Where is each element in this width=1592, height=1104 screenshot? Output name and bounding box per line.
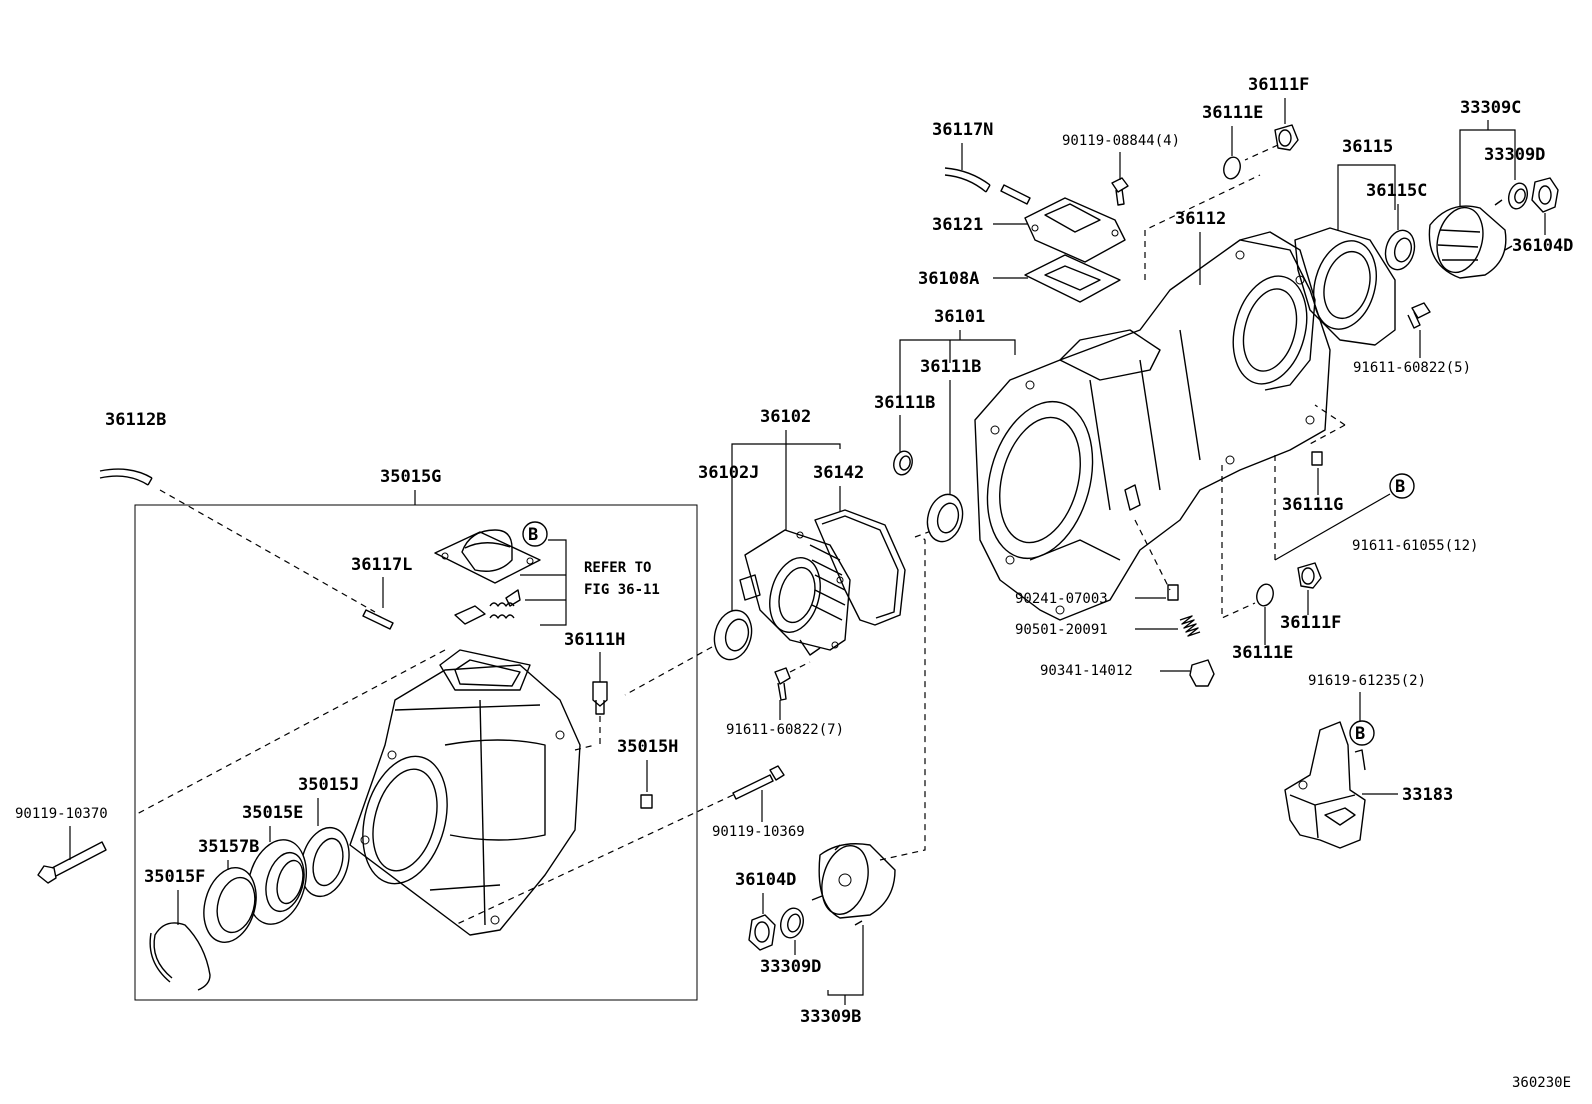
- plate-36115: [1294, 227, 1396, 346]
- callout-B-shift: [522, 521, 548, 547]
- label-91619-61235: 91619-61235(2): [1308, 673, 1426, 689]
- plug-36111F-top: [1274, 124, 1299, 151]
- label-90241-07003: 90241-07003: [1015, 591, 1108, 607]
- label-36142: 36142: [813, 463, 864, 483]
- pin-36117L: [362, 609, 394, 630]
- label-36111F-top: 36111F: [1248, 75, 1309, 95]
- label-36111F-bottom: 36111F: [1280, 613, 1341, 633]
- label-36115C: 36115C: [1366, 181, 1427, 201]
- plug-90341-14012: [1189, 659, 1215, 687]
- pin-36111G: [1311, 451, 1323, 466]
- label-36104D-bottom: 36104D: [735, 870, 796, 890]
- label-36111B-a: 36111B: [920, 357, 981, 377]
- label-36102: 36102: [760, 407, 811, 427]
- label-35015G: 35015G: [380, 467, 441, 487]
- label-33309D-bottom: 33309D: [760, 957, 821, 977]
- washer-36111E-top: [1223, 156, 1241, 180]
- shift-cover-parts: [434, 529, 541, 625]
- flange-33309C: [1428, 199, 1513, 279]
- label-36108A: 36108A: [918, 269, 979, 289]
- label-91611-60822-5: 91611-60822(5): [1353, 360, 1471, 376]
- bolt-90119-10370: [37, 841, 107, 884]
- transfer-case-36101: [974, 239, 1331, 621]
- bolt-91611-60822-5: [1407, 302, 1431, 329]
- rear-case-36112: [1239, 231, 1316, 391]
- dash-detent: [1134, 519, 1171, 591]
- figure-id: 360230E: [1512, 1075, 1571, 1091]
- label-36111H: 36111H: [564, 630, 625, 650]
- refer-note-line2: FIG 36-11: [584, 582, 660, 598]
- label-36111B-b: 36111B: [874, 393, 935, 413]
- label-33309D-top: 33309D: [1484, 145, 1545, 165]
- bolt-90119-08844: [1111, 177, 1129, 206]
- label-35015H: 35015H: [617, 737, 678, 757]
- label-90341-14012: 90341-14012: [1040, 663, 1133, 679]
- label-33309B: 33309B: [800, 1007, 861, 1027]
- seal-36115C: [1384, 229, 1416, 271]
- hose-36117N: [944, 167, 1031, 205]
- plug-36111F-bottom: [1297, 562, 1322, 589]
- label-90119-10370: 90119-10370: [15, 806, 108, 822]
- bracket-33183: [1284, 721, 1366, 849]
- cover-36121: [1024, 197, 1126, 263]
- label-36117N: 36117N: [932, 120, 993, 140]
- bolt-90119-10369: [732, 765, 785, 800]
- label-90119-08844: 90119-08844(4): [1062, 133, 1180, 149]
- washer-33309D-top: [1507, 182, 1529, 210]
- gasket-36108A: [1024, 254, 1121, 303]
- gasket-36142: [814, 509, 906, 626]
- label-35157B: 35157B: [198, 837, 259, 857]
- label-36101: 36101: [934, 307, 985, 327]
- spring-90501-20091: [1179, 615, 1201, 637]
- label-36121: 36121: [932, 215, 983, 235]
- label-36117L: 36117L: [351, 555, 412, 575]
- seal-36111B-large: [926, 493, 964, 543]
- label-90119-10369: 90119-10369: [712, 824, 805, 840]
- label-36115: 36115: [1342, 137, 1393, 157]
- pin-35015H: [640, 794, 653, 809]
- refer-note-line1: REFER TO: [584, 560, 651, 576]
- label-36111E-bottom: 36111E: [1232, 643, 1293, 663]
- bushing-36111B-small: [893, 450, 913, 476]
- label-36111G: 36111G: [1282, 495, 1343, 515]
- nut-36104D-bottom: [748, 914, 776, 951]
- ring-35157B: [203, 867, 257, 943]
- label-91611-61055: 91611-61055(12): [1352, 538, 1478, 554]
- callout-B-bracket-letter: B: [1355, 724, 1365, 744]
- label-91611-60822-7: 91611-60822(7): [726, 722, 844, 738]
- callout-B-shift-letter: B: [528, 525, 538, 545]
- breather-36111H: [592, 681, 608, 715]
- nut-36104D-top: [1531, 177, 1559, 213]
- front-case-housing: [349, 649, 581, 936]
- extension-housing-36102: [739, 529, 851, 656]
- snapring-35015F: [153, 922, 211, 991]
- callout-B-bolts: [1389, 473, 1415, 499]
- washer-33309D-bottom: [779, 907, 805, 939]
- label-35015E: 35015E: [242, 803, 303, 823]
- label-33309C: 33309C: [1460, 98, 1521, 118]
- label-36112: 36112: [1175, 209, 1226, 229]
- flange-33309B: [811, 843, 896, 926]
- label-33183: 33183: [1402, 785, 1453, 805]
- label-36104D-top: 36104D: [1512, 236, 1573, 256]
- callout-B-bolts-letter: B: [1395, 477, 1405, 497]
- bolt-91611-60822-7: [774, 667, 791, 701]
- label-36111E-top: 36111E: [1202, 103, 1263, 123]
- label-36102J: 36102J: [698, 463, 759, 483]
- washer-36111E-bottom: [1256, 583, 1274, 607]
- ball-90241-07003: [1167, 584, 1179, 601]
- label-35015F: 35015F: [144, 867, 205, 887]
- seal-36102J: [713, 609, 753, 661]
- hose-36112B: [99, 468, 153, 486]
- label-35015J: 35015J: [298, 775, 359, 795]
- group-box-35015G: [134, 504, 698, 1001]
- label-36112B: 36112B: [105, 410, 166, 430]
- label-90501-20091: 90501-20091: [1015, 622, 1108, 638]
- callout-B-bracket: [1349, 720, 1375, 746]
